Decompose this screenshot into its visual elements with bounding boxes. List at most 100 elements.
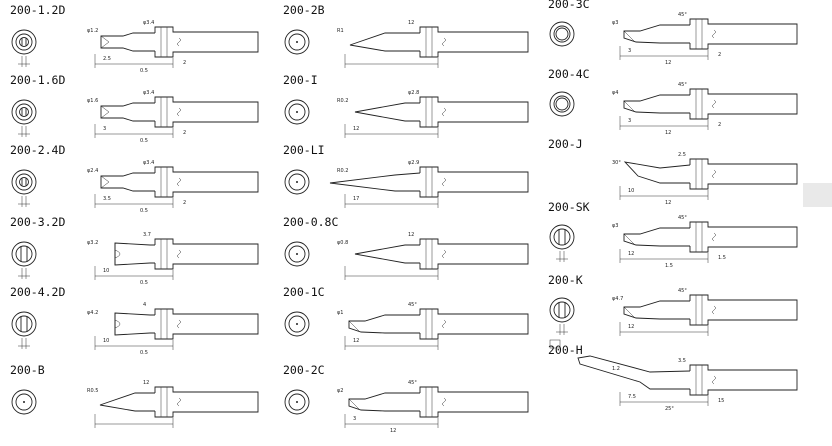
tip-code-label: 200-1.6D	[10, 73, 65, 87]
dimension-label: 4	[143, 302, 146, 308]
dimension-label: 12	[665, 200, 671, 206]
face-view-icon	[549, 297, 575, 335]
outer-ring	[549, 21, 575, 47]
line	[100, 175, 110, 183]
outline	[154, 96, 259, 128]
tips-layer: 200-1.2Dφ1.2φ3.42.50.52200-1.6Dφ1.6φ3.43…	[10, 0, 798, 434]
side-view: R0.2 φ2.9 17	[329, 160, 529, 208]
line	[623, 100, 635, 112]
center-dot	[296, 323, 298, 325]
dimension-label: 2	[183, 130, 186, 136]
core	[19, 107, 29, 117]
face-view-icon	[284, 99, 310, 125]
side-view: φ2.4φ3.43.50.52	[87, 160, 259, 214]
tip-code-label: 200-4.2D	[10, 285, 65, 299]
face-view-icon	[549, 224, 575, 262]
dimension-label: R0.2	[337, 168, 348, 174]
dimension-label: 2	[183, 60, 186, 66]
inner-ring	[15, 173, 33, 191]
outline	[419, 96, 529, 128]
dimension-label: 3	[353, 416, 356, 422]
thread-mark	[442, 37, 446, 47]
dimension-label: 30°	[612, 160, 621, 166]
tip-code-label: 200-SK	[548, 200, 590, 214]
outline	[419, 166, 529, 198]
outer-ring	[284, 389, 310, 415]
dimension-label: φ1	[337, 310, 343, 316]
center-dot	[296, 41, 298, 43]
tip-code-label: 200-H	[548, 343, 583, 357]
outline	[154, 386, 259, 418]
tip-code-label: 200-4C	[548, 67, 590, 81]
outer-ring	[284, 99, 310, 125]
outline	[354, 244, 420, 264]
thread-mark	[442, 319, 446, 329]
dimension-label: 3	[628, 118, 631, 124]
tip-200-h: 200-H1.23.57.525°15	[548, 339, 798, 412]
dimension-label: 45°	[678, 82, 687, 88]
dimension-label: 2.5	[103, 56, 111, 62]
center-dot	[23, 401, 25, 403]
dimension-label: 0.5	[140, 138, 148, 144]
dimension-label: 45°	[678, 215, 687, 221]
dimension-label: 3	[628, 48, 631, 54]
inner-ring	[288, 33, 306, 51]
outer-ring	[11, 241, 37, 267]
side-view: φ4.745°12	[612, 288, 798, 336]
dimension-label: φ2.9	[408, 160, 419, 166]
thread-mark	[712, 305, 716, 315]
outline	[100, 102, 155, 122]
dimension-label: 17	[353, 196, 359, 202]
outer-ring	[11, 311, 37, 337]
thread-mark	[442, 397, 446, 407]
dimension-label: 3.7	[143, 232, 151, 238]
tip-code-label: 200-2.4D	[10, 143, 65, 157]
line	[623, 233, 635, 245]
outline	[623, 24, 690, 44]
slot-curve	[114, 249, 121, 259]
inner-ring	[15, 315, 33, 333]
dimension-label: 0.5	[140, 350, 148, 356]
inner-ring	[288, 103, 306, 121]
dimension-label: φ1.2	[87, 28, 98, 34]
dimension-label: 12	[408, 20, 414, 26]
face-view-icon	[11, 389, 37, 415]
dimension-label: φ3.4	[143, 160, 154, 166]
tip-code-label: 200-2C	[283, 363, 325, 377]
dimension-label: φ4	[612, 90, 618, 96]
line	[623, 30, 635, 42]
inner-ring	[15, 33, 33, 51]
line	[100, 181, 110, 189]
outline	[154, 26, 259, 58]
line	[100, 111, 110, 119]
outline	[114, 312, 155, 336]
inner-ring	[288, 315, 306, 333]
outer-ring	[284, 241, 310, 267]
dimension-label: 0.5	[140, 68, 148, 74]
inner-ring	[553, 95, 571, 113]
face-view-icon	[284, 389, 310, 415]
dimension-label: 0.5	[140, 280, 148, 286]
thread-mark	[177, 177, 181, 187]
inner-ring	[15, 103, 33, 121]
tip-200-b: 200-BR0.512	[10, 363, 259, 428]
outline	[689, 158, 798, 190]
dimension-label: φ1.6	[87, 98, 98, 104]
face-view-icon	[11, 241, 37, 279]
face-view-icon	[11, 169, 37, 207]
face-view-icon	[11, 99, 37, 137]
outline	[689, 88, 798, 120]
tip-200-2-4d: 200-2.4D φ2.4φ3.43.50.52	[10, 143, 259, 214]
face-view-icon	[284, 311, 310, 337]
outline	[354, 102, 420, 122]
inner-ring	[553, 228, 571, 246]
face-view-icon	[11, 29, 37, 67]
